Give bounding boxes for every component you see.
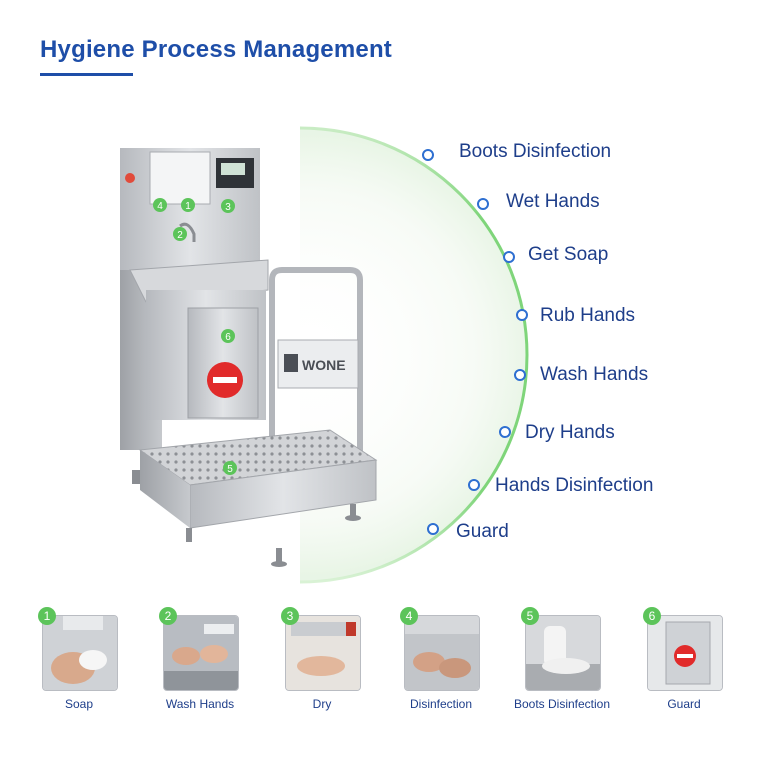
thumb-badge-2: 2	[159, 607, 177, 625]
step-dot-dry-hands	[499, 426, 511, 438]
thumb-badge-4: 4	[400, 607, 418, 625]
svg-text:2: 2	[177, 230, 183, 241]
faucet	[179, 222, 196, 242]
svg-text:1: 1	[185, 201, 191, 212]
page-title: Hygiene Process Management	[40, 36, 392, 63]
railing	[269, 267, 363, 460]
thumb-disinfection-image	[404, 615, 480, 691]
indicator-light	[125, 173, 135, 183]
thumb-label-disinfection: Disinfection	[409, 697, 473, 711]
step-dot-get-soap	[503, 251, 515, 263]
svg-text:3: 3	[225, 202, 231, 213]
thumb-label-wash-hands: Wash Hands	[165, 697, 235, 711]
title-underline	[40, 73, 133, 76]
brand-text: WONE	[302, 357, 346, 373]
thumb-soap-image	[42, 615, 118, 691]
step-wash-hands: Wash Hands	[540, 364, 649, 385]
thumb-label-soap: Soap	[64, 697, 94, 711]
svg-text:4: 4	[157, 201, 163, 212]
brand-panel	[277, 339, 359, 389]
hygiene-station-illustration: WONE 4 1 3 2 6 5	[120, 148, 378, 567]
callout-2: 2	[173, 227, 187, 241]
step-dot-wash-hands	[514, 369, 526, 381]
step-guard: Guard	[456, 521, 509, 542]
thumb-badge-5: 5	[521, 607, 539, 625]
step-hands-disinfection: Hands Disinfection	[495, 475, 654, 496]
dispenser-panel	[149, 151, 211, 205]
arc-line	[299, 126, 529, 584]
thumb-dry-image	[285, 615, 361, 691]
svg-text:5: 5	[227, 464, 233, 475]
thumb-guard-image	[647, 615, 723, 691]
callout-6: 6	[221, 329, 235, 343]
thumb-wash-hands-image	[163, 615, 239, 691]
thumb-badge-1: 1	[38, 607, 56, 625]
step-wet-hands: Wet Hands	[506, 191, 600, 212]
step-dot-boots-disinfection	[422, 149, 434, 161]
thumb-label-guard: Guard	[667, 697, 701, 711]
base-side	[140, 450, 190, 528]
thumb-label-dry: Dry	[312, 697, 332, 711]
step-dot-guard	[427, 523, 439, 535]
thumb-boots-disinfection-image	[525, 615, 601, 691]
step-dot-hands-disinfection	[468, 479, 480, 491]
sink-backsplash	[120, 210, 260, 270]
thumb-badge-3: 3	[281, 607, 299, 625]
step-dot-rub-hands	[516, 309, 528, 321]
svg-text:6: 6	[225, 332, 231, 343]
step-get-soap: Get Soap	[528, 244, 609, 265]
step-dry-hands: Dry Hands	[525, 422, 615, 443]
step-rub-hands: Rub Hands	[540, 305, 636, 326]
thumb-label-boots-disinfection: Boots Disinfection	[513, 697, 611, 711]
step-boots-disinfection: Boots Disinfection	[459, 141, 612, 162]
step-dot-wet-hands	[477, 198, 489, 210]
callout-3: 3	[221, 199, 235, 213]
callout-5: 5	[223, 461, 237, 475]
callout-1: 1	[181, 198, 195, 212]
thumb-badge-6: 6	[643, 607, 661, 625]
callout-4: 4	[153, 198, 167, 212]
